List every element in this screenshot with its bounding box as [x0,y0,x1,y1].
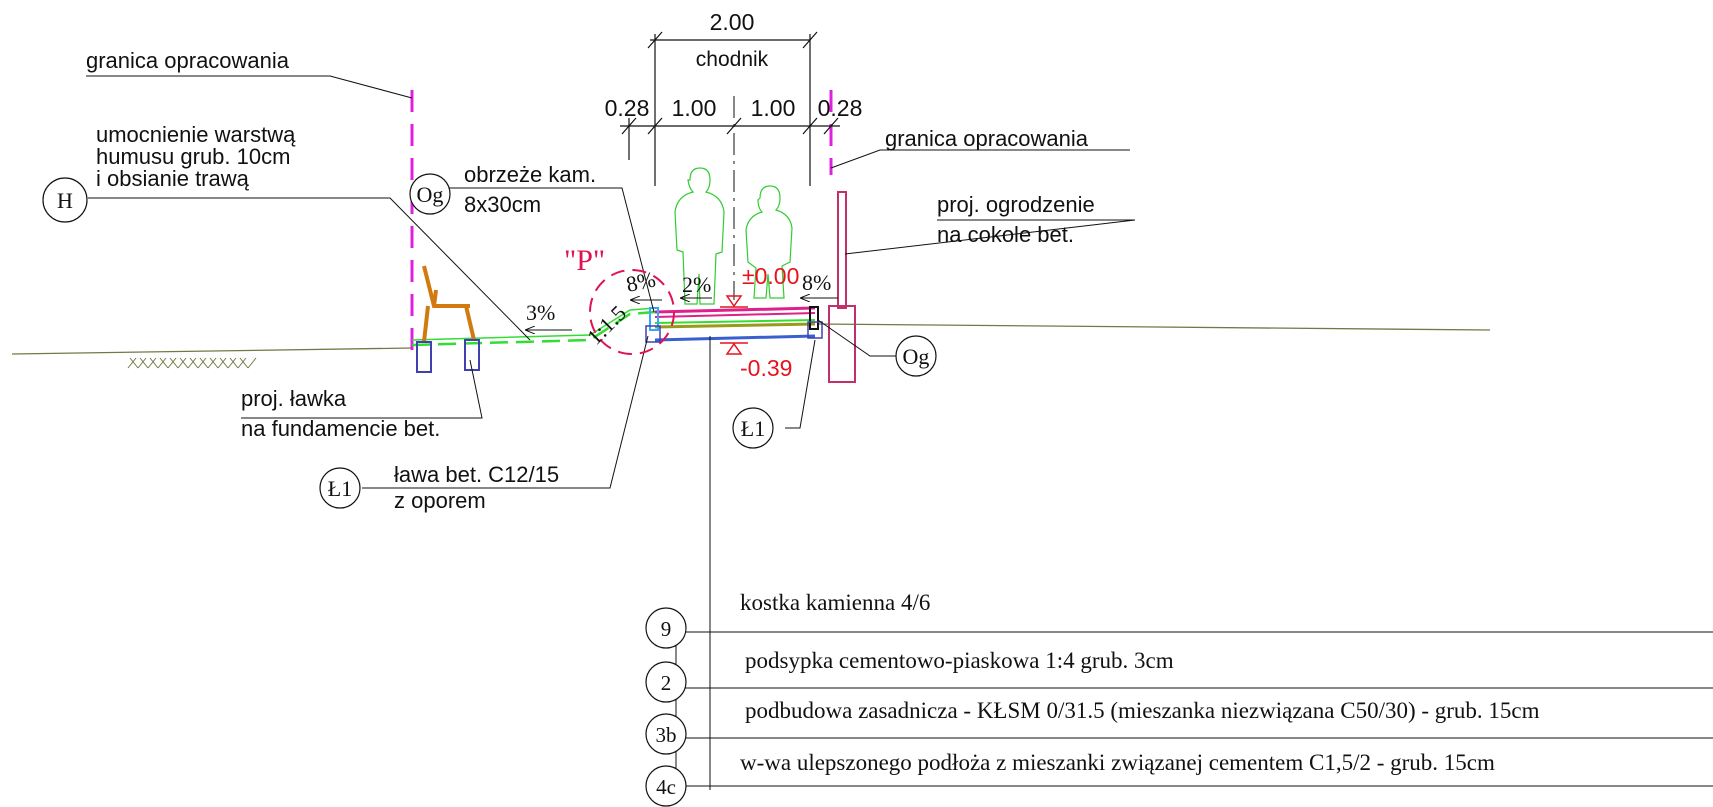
label-bench-2: na fundamencie bet. [241,416,440,441]
dim-walkway: chodnik [696,48,769,71]
paving-layer [654,306,816,314]
base-layer [654,334,816,342]
label-detail-p: "P" [564,244,605,277]
grass-hatch [127,357,257,369]
level-bottom: -0.39 [740,355,792,381]
layer-4c-circle [645,765,687,807]
marker-og-top: Og [417,182,444,207]
label-humus-3: i obsianie trawą [96,166,250,191]
level-top: ±0.00 [742,263,799,289]
ground-line-right [817,323,1491,331]
layer-2-circle [645,661,687,703]
layer-3b-id: 3b [656,723,677,747]
label-fence-2: na cokole bet. [937,222,1074,247]
label-slope-2: 2% [682,272,711,297]
dim-left-lane: 1.00 [672,95,717,121]
marker-og-right-circle [895,335,937,377]
level-markers [720,295,748,355]
label-fence-1: proj. ogrodzenie [937,192,1095,217]
humus-layer [411,310,656,347]
curb-right-foundation [807,321,823,339]
marker-l1-left: Ł1 [328,476,352,501]
marker-og-right: Og [903,344,930,369]
label-bench-found-2: z oporem [394,488,486,513]
curb-left-foundation [645,325,661,343]
fence-post [837,191,847,309]
label-boundary-right: granica opracowania [885,126,1089,151]
paving-layer-2 [654,312,816,318]
curb-right [809,306,819,330]
marker-h-circle [42,177,88,223]
label-slope-8-right: 8% [802,270,831,295]
label-humus-1: umocnienie warstwą [96,122,296,147]
bench [422,265,476,343]
marker-h: H [57,188,73,213]
layer-4c-id: 4c [656,775,676,799]
layer-2-id: 2 [661,671,672,695]
label-humus-2: humusu grub. 10cm [96,144,290,169]
label-slope-8-left: 8% [624,266,658,297]
layer-9-id: 9 [661,617,672,641]
pedestrian-figures [674,167,793,305]
label-slope-3: 3% [526,300,555,325]
label-bench-1: proj. ławka [241,386,347,411]
layer-3b-text: podbudowa zasadnicza - KŁSM 0/31.5 (mies… [745,698,1540,723]
marker-og-top-circle [409,173,451,215]
ground-line-left [11,347,413,355]
bedding-layer [654,319,816,324]
marker-l1-right-circle [732,407,774,449]
humus-layer-top [411,307,656,341]
layer-4c-text: w-wa ulepszonego podłoża z mieszanki zwi… [740,750,1495,775]
marker-l1-left-circle [319,467,361,509]
dim-right-edge: 0.28 [818,95,863,121]
marker-l1-right: Ł1 [741,416,765,441]
curb-left [649,307,659,331]
dimension-lines [620,31,840,186]
subbase-layer [654,322,816,329]
bench-foundation-left [416,341,432,373]
dim-right-lane: 1.00 [751,95,796,121]
label-curb-1: obrzeże kam. [464,162,596,187]
detail-p-circle [589,269,675,355]
dim-total: 2.00 [710,9,755,35]
slope-arrows [525,298,838,330]
label-curb-2: 8x30cm [464,192,541,217]
layer-9-text: kostka kamienna 4/6 [740,590,930,615]
dim-left-edge: 0.28 [605,95,650,121]
layer-3b-circle [645,713,687,755]
label-boundary-left: granica opracowania [86,48,290,73]
layer-9-circle [645,607,687,649]
label-bench-found-1: ława bet. C12/15 [394,462,559,487]
layer-2-text: podsypka cementowo-piaskowa 1:4 grub. 3c… [745,648,1174,673]
fence-foundation [828,305,856,383]
